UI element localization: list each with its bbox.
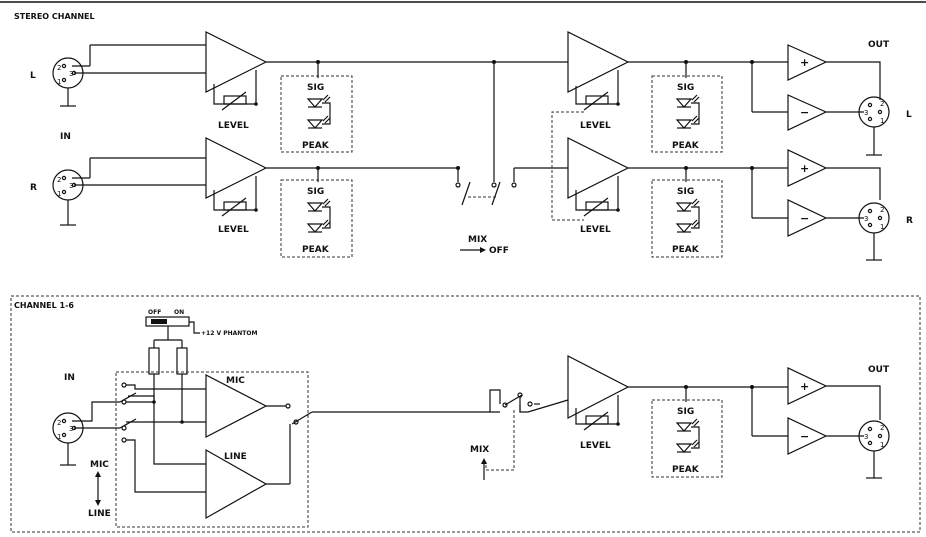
input-connector: 2 3 1 (52, 412, 84, 466)
sig-peak-indicator: SIG PEAK (280, 168, 353, 258)
input-right-label: R (30, 183, 37, 193)
level-label: LEVEL (580, 121, 611, 131)
pin-label: 2 (57, 176, 61, 184)
pin-label: 3 (69, 425, 73, 433)
line-label: LINE (224, 452, 247, 462)
pin-label: 3 (864, 215, 868, 223)
ganged-level-link (551, 111, 584, 221)
minus-sign: − (800, 430, 809, 443)
sig-peak-indicator: SIG PEAK (651, 168, 723, 258)
balanced-output-driver-left: + − (751, 44, 881, 131)
output-connector: 2 3 1 (858, 420, 890, 479)
input-label: IN (60, 132, 71, 142)
mic-line-switch-box (115, 371, 309, 528)
mix-switch: MIX OFF (455, 62, 517, 256)
line-preamp: LINE (205, 448, 268, 520)
pin-label: 1 (57, 190, 61, 198)
sig-label: SIG (677, 187, 694, 197)
stereo-channel-title: STEREO CHANNEL (14, 12, 95, 21)
output-amplifier-left: LEVEL (567, 31, 630, 131)
level-label: LEVEL (580, 441, 611, 451)
input-label: IN (64, 373, 75, 383)
sig-peak-indicator: SIG PEAK (651, 387, 723, 478)
pin-label: 2 (880, 424, 884, 432)
mix-label: MIX (468, 235, 487, 245)
line-selector-label: LINE (88, 509, 111, 519)
sig-label: SIG (677, 83, 694, 93)
output-label: OUT (868, 40, 890, 50)
pin-label: 3 (864, 433, 868, 441)
sig-label: SIG (307, 187, 324, 197)
minus-sign: − (800, 212, 809, 225)
channel-frame (10, 295, 921, 533)
off-label: OFF (489, 246, 509, 256)
sig-label: SIG (677, 407, 694, 417)
peak-label: PEAK (302, 141, 330, 151)
stereo-channel-section: STEREO CHANNEL 2 3 1 L IN 2 3 1 R (14, 12, 913, 261)
input-connector-left: 2 3 1 L (30, 57, 84, 107)
sig-peak-indicator: SIG PEAK (280, 62, 353, 153)
output-left-label: L (906, 110, 912, 120)
balanced-output-driver: + − (751, 367, 881, 455)
mix-switch: MIX (470, 389, 569, 480)
mic-label: MIC (226, 376, 245, 386)
phantom-power-switch: OFF ON +12 V PHANTOM (145, 309, 257, 424)
input-left-label: L (30, 71, 36, 81)
input-amplifier-left: LEVEL (205, 31, 268, 131)
level-label: LEVEL (580, 225, 611, 235)
pin-label: 2 (880, 100, 884, 108)
channel-1-6-section: CHANNEL 1-6 OFF ON +12 V PHANTOM IN 2 3 (10, 295, 921, 533)
phantom-label: +12 V PHANTOM (201, 330, 257, 337)
pin-label: 3 (69, 182, 73, 190)
input-amplifier-right: LEVEL (205, 137, 268, 235)
peak-label: PEAK (302, 245, 330, 255)
mix-label: MIX (470, 445, 489, 455)
pin-label: 3 (864, 109, 868, 117)
pin-label: 2 (57, 64, 61, 72)
mic-selector-label: MIC (90, 460, 109, 470)
sig-label: SIG (307, 83, 324, 93)
output-right-label: R (906, 216, 913, 226)
mic-preamp: MIC (205, 374, 268, 438)
level-label: LEVEL (218, 121, 249, 131)
pin-label: 1 (57, 433, 61, 441)
pin-label: 1 (880, 441, 884, 449)
pin-label: 1 (880, 223, 884, 231)
switch-off-label: OFF (148, 309, 161, 316)
output-label: OUT (868, 365, 890, 375)
output-connector-left: 2 3 1 L (858, 96, 912, 156)
plus-sign: + (800, 380, 809, 393)
plus-sign: + (800, 56, 809, 69)
input-connector-right: 2 3 1 R (30, 169, 84, 226)
peak-label: PEAK (672, 465, 700, 475)
peak-label: PEAK (672, 141, 700, 151)
pin-label: 2 (880, 206, 884, 214)
pin-label: 3 (69, 70, 73, 78)
plus-sign: + (800, 162, 809, 175)
level-label: LEVEL (218, 225, 249, 235)
sig-peak-indicator: SIG PEAK (651, 62, 723, 153)
channel-title: CHANNEL 1-6 (14, 301, 74, 310)
peak-label: PEAK (672, 245, 700, 255)
switch-on-label: ON (174, 309, 184, 316)
output-amplifier-right: LEVEL (567, 137, 630, 235)
pin-label: 2 (57, 419, 61, 427)
output-connector-right: 2 3 1 R (858, 202, 913, 261)
pin-label: 1 (57, 78, 61, 86)
balanced-output-driver-right: + − (751, 149, 881, 237)
pin-label: 1 (880, 117, 884, 125)
minus-sign: − (800, 106, 809, 119)
level-amplifier: LEVEL (567, 355, 630, 451)
